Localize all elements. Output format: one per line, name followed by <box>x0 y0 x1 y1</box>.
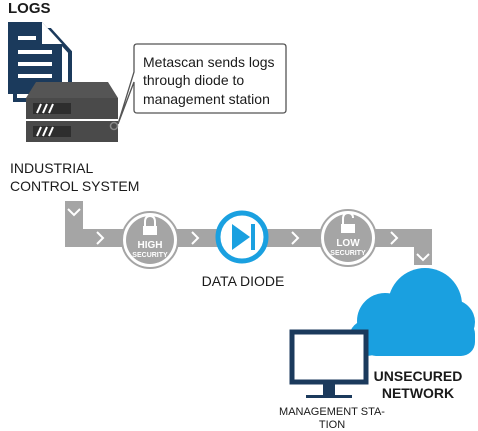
callout-text-line-1: Metascan sends logs <box>143 54 275 70</box>
callout-box: Metascan sends logs through diode to man… <box>117 43 287 125</box>
low-security-label-1: LOW <box>336 238 360 249</box>
callout-text-line-2: through diode to <box>143 72 244 88</box>
data-diode-label: DATA DIODE <box>202 273 285 289</box>
ics-label-line-1: INDUSTRIAL <box>10 160 93 176</box>
ics-label-line-2: CONTROL SYSTEM <box>10 178 139 194</box>
low-security-badge: LOW SECURITY <box>319 209 377 267</box>
network-label-line-1: UNSECURED <box>374 368 463 384</box>
callout-text-line-3: management station <box>143 91 270 107</box>
network-label-line-2: NETWORK <box>382 385 454 401</box>
logs-title: LOGS <box>8 0 51 17</box>
high-security-label-1: HIGH <box>138 240 163 251</box>
flow-arrows <box>67 208 430 262</box>
server-icon <box>26 82 119 142</box>
document-icon <box>8 22 72 102</box>
low-security-label-2: SECURITY <box>330 250 366 257</box>
high-security-badge: HIGH SECURITY <box>121 211 179 269</box>
station-label-line-2: TION <box>319 419 345 431</box>
lock-closed-icon <box>143 214 157 235</box>
data-diode-badge <box>215 210 269 264</box>
diode-icon <box>232 224 255 250</box>
lock-open-icon <box>341 211 355 233</box>
high-security-label-2: SECURITY <box>132 252 168 259</box>
station-label-line-1: MANAGEMENT STA- <box>279 406 385 418</box>
monitor-icon <box>289 329 369 398</box>
